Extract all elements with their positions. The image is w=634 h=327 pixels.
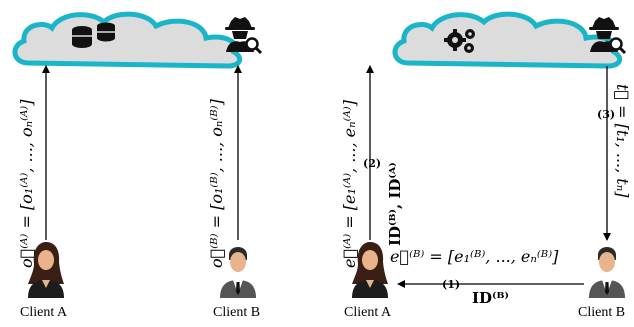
right-cloud-icon (395, 14, 620, 66)
step1-number: (1) (442, 278, 460, 291)
client-b-label: Client B (213, 305, 260, 320)
left-cloud-icon (15, 14, 240, 66)
spy-icon (223, 15, 263, 55)
step1-payload: ID⁽ᴮ⁾ (472, 289, 509, 307)
step3-expr: t⃗ = [t₁, ..., tₙ] (613, 84, 632, 198)
client-b-label: Client B (578, 305, 625, 320)
step2-number: (2) (363, 157, 381, 170)
upload-expr-a: o⃗⁽ᴬ⁾ = [o₁⁽ᴬ⁾, ..., oₙ⁽ᴬ⁾] (17, 99, 36, 268)
step2-payload: ID⁽ᴮ⁾, ID⁽ᴬ⁾ (386, 162, 404, 246)
step2-expr: e⃗⁽ᴬ⁾ = [e₁⁽ᴬ⁾, ..., eₙ⁽ᴬ⁾] (340, 99, 359, 268)
upload-expr-b: o⃗⁽ᴮ⁾ = [o₁⁽ᴮ⁾, ..., oₙ⁽ᴮ⁾] (207, 98, 226, 268)
gears-icon (444, 29, 475, 53)
step1-expr: e⃗⁽ᴮ⁾ = [e₁⁽ᴮ⁾, ..., eₙ⁽ᴮ⁾] (390, 247, 559, 266)
client-a-label: Client A (20, 305, 68, 320)
client-a-label: Client A (344, 305, 392, 320)
database-icon (72, 22, 115, 48)
step3-number: (3) (597, 108, 615, 121)
male-user-icon (589, 247, 625, 298)
